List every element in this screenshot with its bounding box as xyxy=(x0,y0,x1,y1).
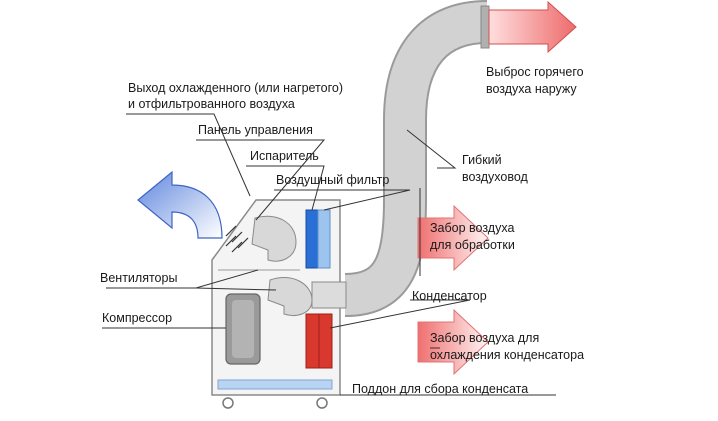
air-filter xyxy=(317,209,331,269)
air-intake-condenser-label: Забор воздуха для охлаждения конденсатор… xyxy=(430,331,584,362)
control-panel-label: Панель управления xyxy=(198,123,313,137)
wheel-left xyxy=(222,397,234,409)
condensate-tray xyxy=(217,379,333,390)
cooled-air-out-label: Выход охлажденного (или нагретого) и отф… xyxy=(128,81,346,111)
upper-fan xyxy=(251,215,297,262)
hot-air-out-label: Выброс горячего воздуха наружу xyxy=(486,65,587,96)
intake-arrow-condenser xyxy=(417,308,489,376)
flexible-duct-label: Гибкий воздуховод xyxy=(462,153,529,184)
evaporator-coil xyxy=(305,209,319,269)
air-filter-label: Воздушный фильтр xyxy=(276,173,389,187)
compressor-label: Компрессор xyxy=(102,311,172,325)
wheel-right xyxy=(316,397,328,409)
hot-air-exhaust-arrow xyxy=(480,0,577,54)
flexible-duct xyxy=(343,0,488,317)
cooled-air-output-arrow xyxy=(137,170,223,239)
condensate-tray-label: Поддон для сбора конденсата xyxy=(352,382,528,396)
ac-unit-body xyxy=(211,199,347,409)
intake-arrow-processing xyxy=(417,204,489,272)
fans-label: Вентиляторы xyxy=(100,271,177,285)
air-intake-processing-label: Забор воздуха для обработки xyxy=(430,221,518,252)
condenser-label: Конденсатор xyxy=(412,289,487,303)
air-vent-grille xyxy=(225,225,249,253)
leader-lines xyxy=(102,113,556,396)
evaporator-label: Испаритель xyxy=(250,149,319,163)
